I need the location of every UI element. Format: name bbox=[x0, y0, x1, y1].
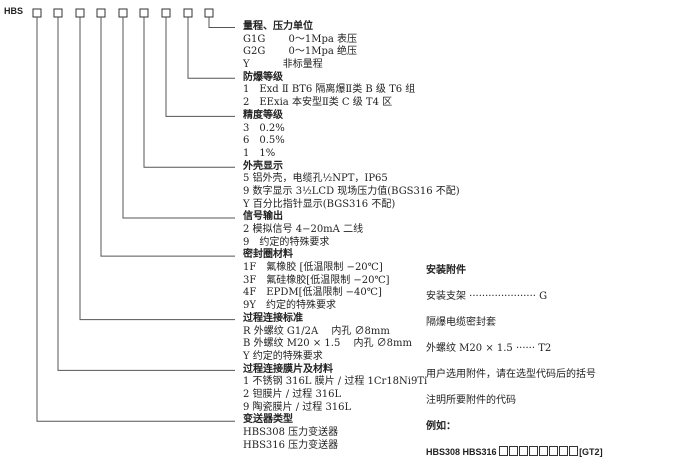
option-item: B 外螺纹 M20 × 1.5 内孔 ∅8mm bbox=[243, 338, 412, 350]
code-box bbox=[96, 8, 106, 18]
accessories-panel: 安装附件 安装支架 ····················· G 隔爆电缆密封… bbox=[426, 0, 682, 474]
code-box bbox=[549, 446, 559, 456]
code-box bbox=[139, 8, 149, 18]
option-item: 4F EPDM[低温限制 −40℃] bbox=[243, 287, 382, 299]
accessory-note-2: 注明所要附件的代码 bbox=[426, 395, 516, 406]
code-box bbox=[539, 446, 549, 456]
code-box bbox=[53, 8, 63, 18]
code-box bbox=[204, 8, 214, 18]
option-item: 9Y 约定的特殊要求 bbox=[243, 300, 336, 312]
connector-line bbox=[100, 17, 235, 257]
connector-line bbox=[36, 17, 235, 422]
code-box bbox=[529, 446, 539, 456]
section-heading: 信号输出 bbox=[243, 211, 283, 223]
option-item: G1G 0～1Mpa 表压 bbox=[243, 33, 358, 45]
option-item: 3 0.2% bbox=[243, 122, 285, 134]
option-item: 2 钽膜片 / 过程 316L bbox=[243, 388, 342, 400]
option-item: 1 Exd Ⅱ BT6 隔离爆Ⅱ类 B 级 T6 组 bbox=[243, 84, 416, 96]
example-code-boxes bbox=[499, 446, 579, 457]
example-prefix: HBS308 HBS316 bbox=[426, 447, 497, 457]
code-box bbox=[569, 446, 579, 456]
option-item: HBS316 压力变送器 bbox=[243, 439, 339, 451]
option-item: 2 模拟信号 4−20mA 二线 bbox=[243, 224, 364, 235]
model-prefix: HBS bbox=[4, 6, 24, 16]
section-heading: 过程连接标准 bbox=[243, 312, 303, 324]
option-item: 9 数字显示 3½LCD 现场压力值(BGS316 不配) bbox=[243, 185, 460, 197]
code-box bbox=[118, 8, 128, 18]
accessories-heading: 安装附件 bbox=[426, 265, 466, 276]
example-label: 例如： bbox=[426, 421, 456, 432]
option-item: G2G 0～1Mpa 绝压 bbox=[243, 46, 358, 58]
option-item: 1 不锈钢 316L 膜片 / 过程 1Cr18Ni9Ti bbox=[243, 376, 428, 388]
section-heading: 外壳显示 bbox=[243, 160, 283, 172]
accessory-thread: 外螺纹 M20 × 1.5 ······ T2 bbox=[426, 343, 552, 354]
code-box bbox=[75, 8, 85, 18]
section-heading: 过程连接膜片及材料 bbox=[243, 363, 333, 375]
example-suffix: [GT2] bbox=[579, 447, 603, 457]
code-box bbox=[519, 446, 529, 456]
code-box bbox=[32, 8, 42, 18]
code-box bbox=[499, 446, 509, 456]
option-item: 6 0.5% bbox=[243, 135, 285, 147]
option-item: Y 非标量程 bbox=[243, 59, 323, 71]
option-item: 5 铝外壳，电缆孔½NPT，IP65 bbox=[243, 173, 388, 185]
section-heading: 量程、压力单位 bbox=[243, 21, 313, 32]
code-box bbox=[509, 446, 519, 456]
option-item: 9 陶瓷膜片 / 过程 316L bbox=[243, 401, 352, 413]
option-item: R 外螺纹 G1/2A 内孔 ∅8mm bbox=[243, 325, 390, 337]
option-item: 3F 氟硅橡胶[低温限制 −20℃] bbox=[243, 274, 390, 286]
accessory-cable-seal: 隔爆电缆密封套 bbox=[426, 317, 496, 328]
accessory-bracket: 安装支架 ····················· G bbox=[426, 291, 548, 302]
section-heading: 密封圈材料 bbox=[243, 249, 293, 261]
option-item: HBS308 压力变送器 bbox=[243, 427, 339, 438]
option-item: 9 约定的特殊要求 bbox=[243, 236, 330, 248]
option-item: 1F 氟橡胶 [低温限制 −20℃] bbox=[243, 262, 383, 274]
option-item: Y 百分比指针显示(BGS316 不配) bbox=[243, 198, 396, 210]
connector-line bbox=[165, 17, 235, 117]
option-item: 2 EExia 本安型Ⅱ类 C 级 T4 区 bbox=[243, 97, 393, 109]
connector-line bbox=[187, 17, 235, 79]
connector-line bbox=[79, 17, 235, 321]
option-item: 1 1% bbox=[243, 147, 276, 159]
code-box bbox=[559, 446, 569, 456]
example-code: HBS308 HBS316 [GT2] bbox=[426, 446, 603, 459]
section-heading: 防爆等级 bbox=[243, 71, 283, 83]
option-item: Y 约定的特殊要求 bbox=[243, 350, 323, 362]
connector-line bbox=[143, 17, 235, 168]
code-box bbox=[183, 8, 193, 18]
connector-line bbox=[208, 17, 235, 28]
connector-line bbox=[57, 17, 235, 371]
code-box bbox=[161, 8, 171, 18]
section-heading: 精度等级 bbox=[243, 109, 283, 121]
connector-line bbox=[122, 17, 235, 219]
section-heading: 变送器类型 bbox=[243, 414, 293, 426]
accessory-note-1: 用户选用附件，请在选型代码后的括号 bbox=[426, 369, 596, 380]
